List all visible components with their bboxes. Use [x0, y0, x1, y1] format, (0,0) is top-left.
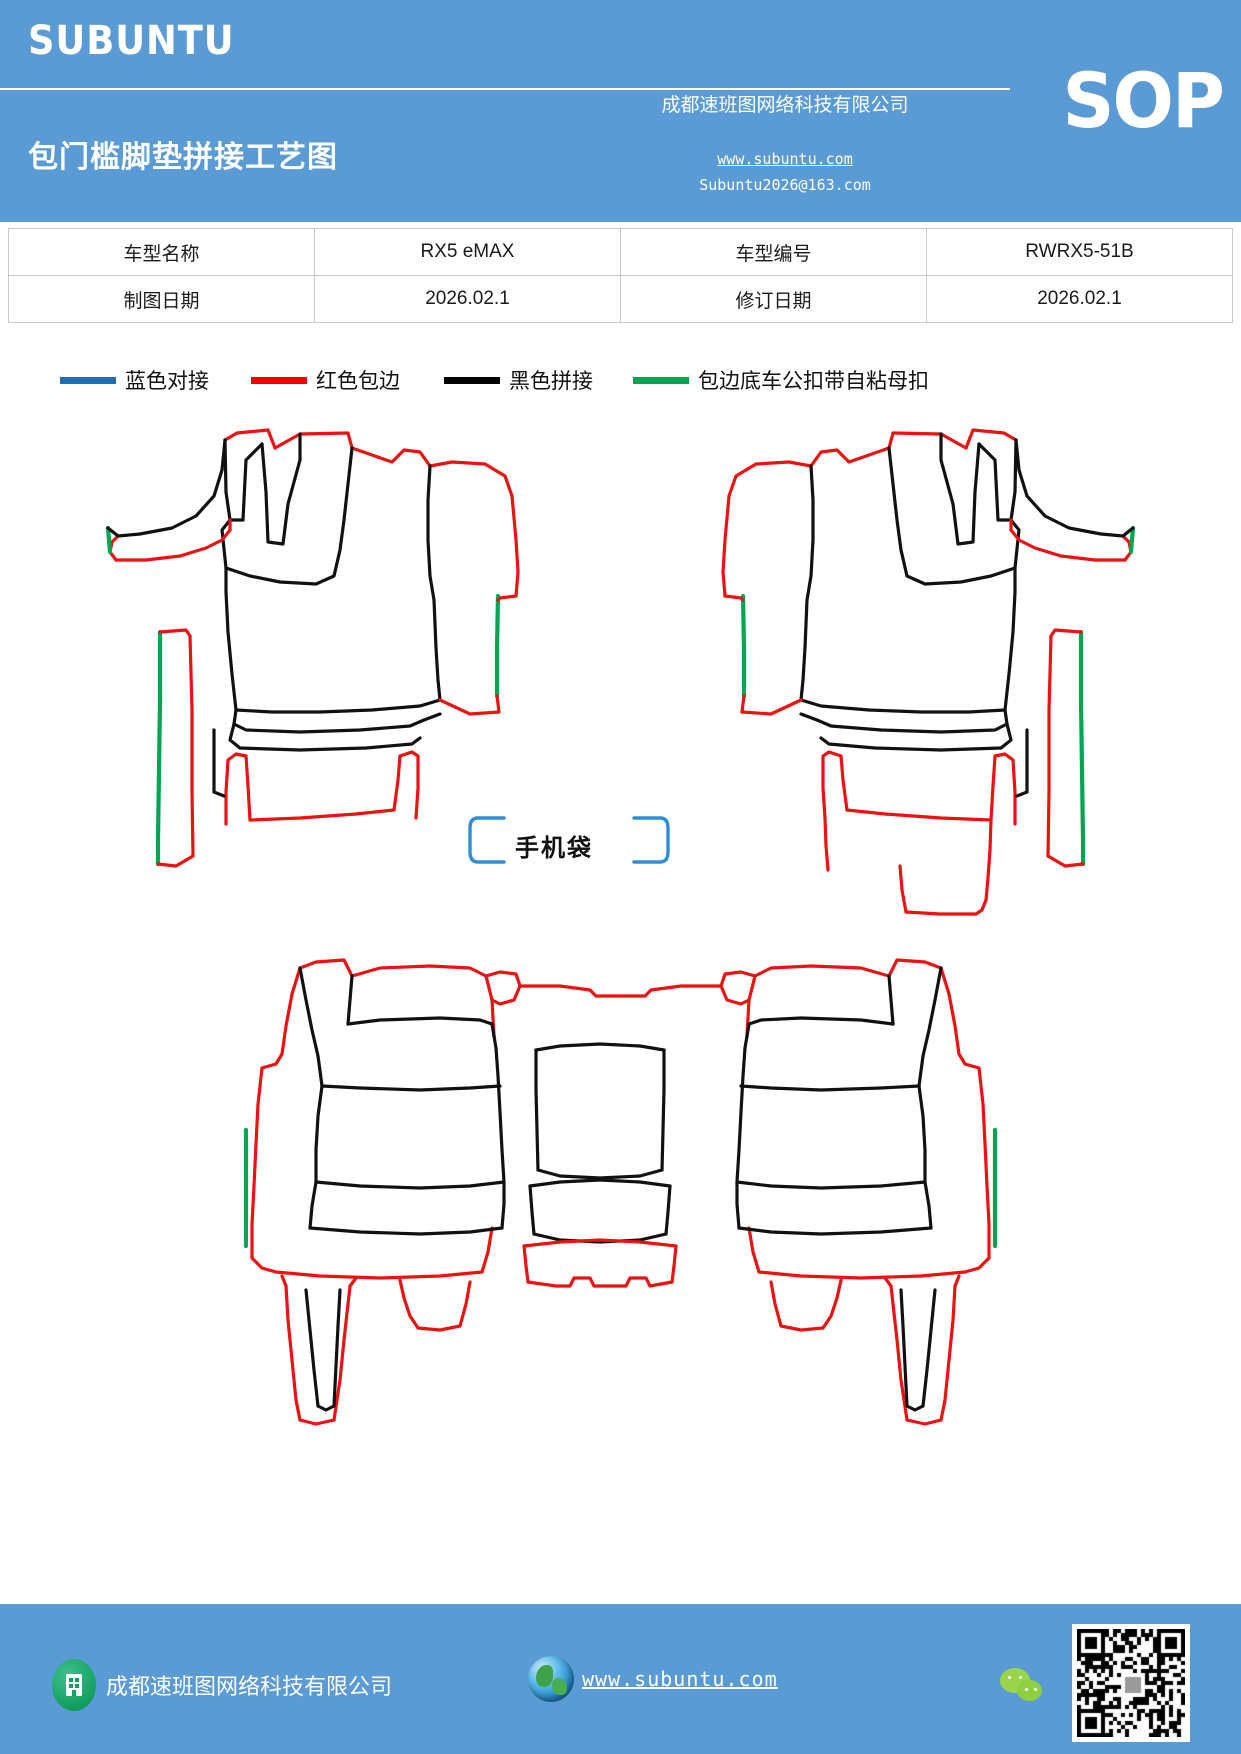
- footer-company-block: 成都速班图网络科技有限公司: [52, 1659, 392, 1711]
- globe-icon: [528, 1656, 574, 1702]
- footer-company-name: 成都速班图网络科技有限公司: [106, 1674, 393, 1699]
- legend-swatch-blue-icon: [60, 376, 116, 384]
- header-website-link[interactable]: www.subuntu.com: [717, 150, 853, 168]
- table-row: 制图日期 2026.02.1 修订日期 2026.02.1: [8, 275, 1233, 323]
- legend-swatch-red-icon: [251, 376, 307, 384]
- floor-mat-pattern-svg: [105, 428, 1136, 1426]
- mat-sill-strip-right: [1046, 628, 1086, 868]
- page-header: SUBUNTU 包门槛脚垫拼接工艺图 成都速班图网络科技有限公司 www.sub…: [0, 0, 1241, 222]
- mat-rear-right: [735, 958, 998, 1426]
- legend-label-red: 红色包边: [316, 370, 400, 393]
- legend-label-blue: 蓝色对接: [125, 370, 209, 393]
- cell-model-name-label: 车型名称: [8, 228, 315, 276]
- mat-front-right-tail: [1009, 438, 1136, 562]
- phone-pocket-label: 手机袋: [515, 835, 593, 862]
- cell-revision-date-value: 2026.02.1: [926, 275, 1233, 323]
- mat-rear-left: [243, 958, 506, 1426]
- cell-draw-date-value: 2026.02.1: [314, 275, 621, 323]
- legend-item-blue: 蓝色对接: [60, 365, 209, 395]
- vehicle-info-table: 车型名称 RX5 eMAX 车型编号 RWRX5-51B 制图日期 2026.0…: [8, 228, 1233, 323]
- mat-rear-center-notches: [484, 970, 757, 1006]
- legend-swatch-green-icon: [633, 376, 689, 384]
- legend-label-black: 黑色拼接: [509, 370, 593, 393]
- legend-item-red: 红色包边: [251, 365, 400, 395]
- footer-website-block[interactable]: www.subuntu.com: [528, 1656, 778, 1702]
- technical-drawing-area: 手机袋: [0, 400, 1241, 1430]
- legend-item-green: 包边底车公扣带自粘母扣: [633, 365, 929, 395]
- mat-front-left-tail: [105, 438, 232, 562]
- wechat-icon: [1000, 1668, 1048, 1708]
- cell-model-name-value: RX5 eMAX: [314, 228, 621, 276]
- header-divider: [0, 88, 1010, 90]
- phone-pocket-brackets: [468, 816, 670, 864]
- legend-label-green: 包边底车公扣带自粘母扣: [698, 370, 929, 393]
- table-row: 车型名称 RX5 eMAX 车型编号 RWRX5-51B: [8, 228, 1233, 276]
- mat-front-right-lower-tail: [898, 864, 988, 916]
- cell-draw-date-label: 制图日期: [8, 275, 315, 323]
- qr-code[interactable]: [1072, 1624, 1190, 1742]
- legend: 蓝色对接 红色包边 黑色拼接 包边底车公扣带自粘母扣: [60, 360, 1160, 400]
- header-email[interactable]: Subuntu2026@163.com: [699, 176, 871, 194]
- cell-revision-date-label: 修订日期: [620, 275, 927, 323]
- cell-model-code-value: RWRX5-51B: [926, 228, 1233, 276]
- mat-front-left-outline: [212, 428, 520, 826]
- footer-website-link[interactable]: www.subuntu.com: [582, 1667, 778, 1691]
- mat-front-right-outline: [721, 428, 1029, 902]
- cell-model-code-label: 车型编号: [620, 228, 927, 276]
- mat-sill-strip-left: [155, 628, 195, 868]
- legend-swatch-black-icon: [444, 376, 500, 384]
- header-company-name: 成都速班图网络科技有限公司: [661, 95, 909, 116]
- brand-logo: SUBUNTU: [28, 18, 235, 64]
- document-title: 包门槛脚垫拼接工艺图: [28, 141, 338, 174]
- legend-item-black: 黑色拼接: [444, 365, 593, 395]
- mat-rear-center: [522, 1042, 678, 1288]
- page-footer: 成都速班图网络科技有限公司 www.subuntu.com: [0, 1604, 1241, 1754]
- bank-icon: [52, 1659, 96, 1711]
- sop-badge: SOP: [1062, 56, 1224, 145]
